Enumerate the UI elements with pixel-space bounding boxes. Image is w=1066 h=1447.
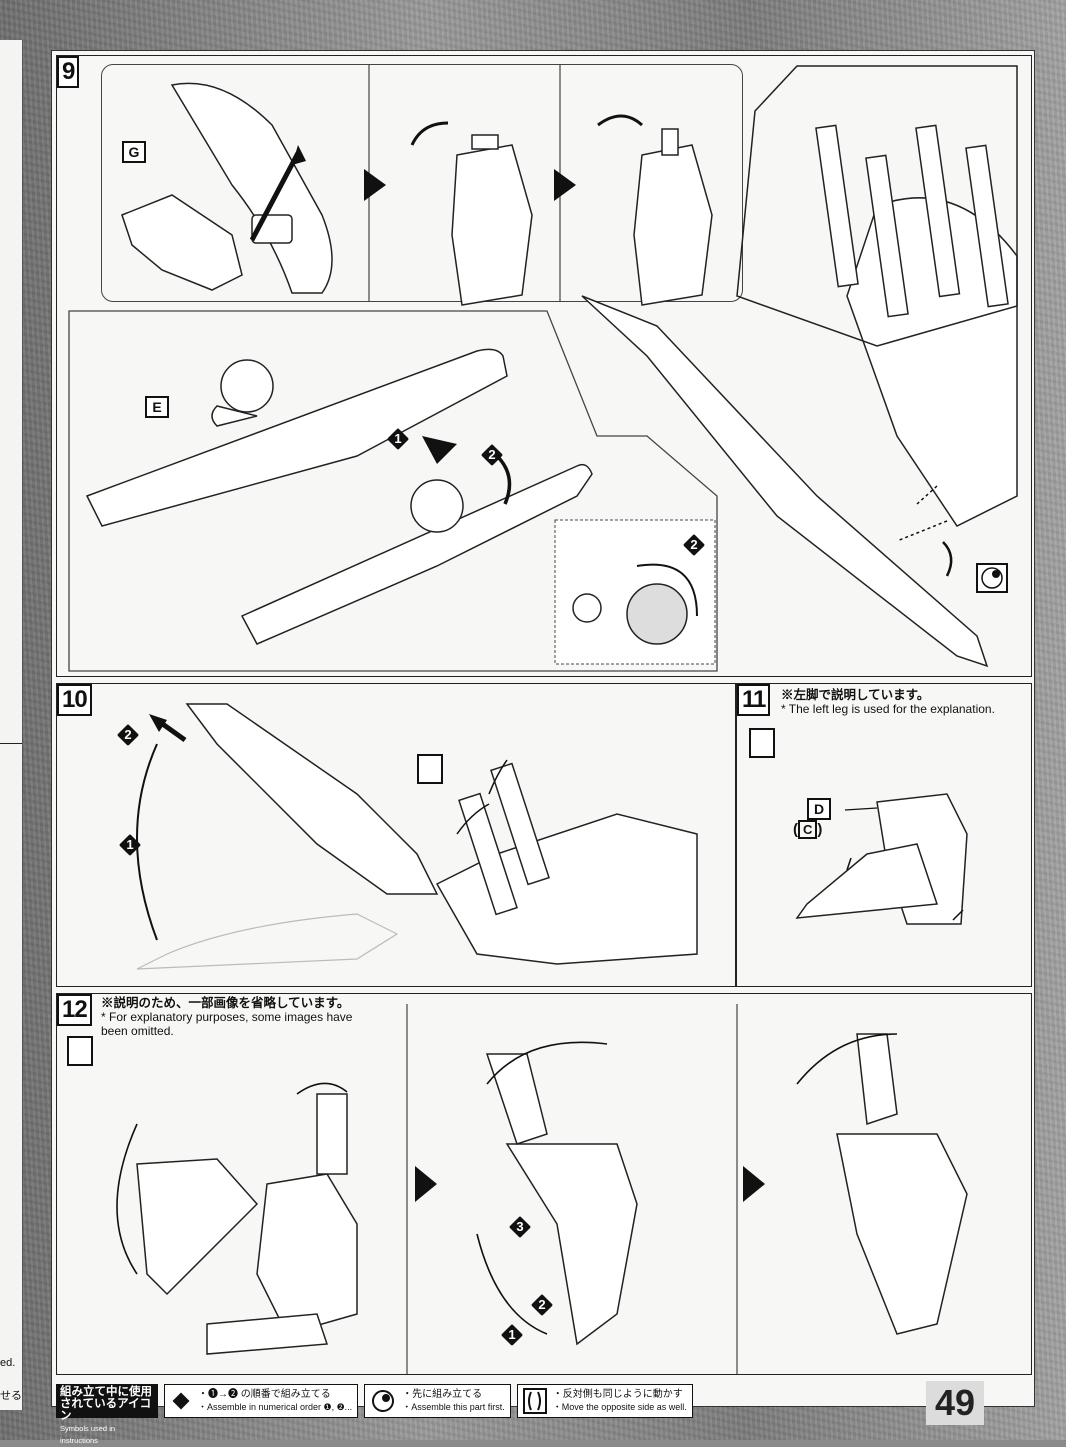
step-12-illustration (116, 1004, 968, 1374)
step-12-panel: 12 ※説明のため、一部画像を省略しています。 * For explanator… (56, 993, 1032, 1375)
order-badge-2-detail: 2 (683, 534, 705, 556)
legend-title-en: Symbols used in instructions (60, 1424, 116, 1445)
page-number: 49 (926, 1381, 984, 1425)
step-number: 12 (57, 994, 92, 1026)
left-page-text-fragment: ed. (0, 1357, 16, 1369)
order-badge-2: 2 (117, 724, 139, 746)
step-9-panel: 9 G (56, 55, 1032, 677)
step-12-note-en-1: * For explanatory purposes, some images … (101, 1010, 353, 1024)
legend-opposite-jp: ・反対側も同じように動かす (552, 1389, 683, 1400)
legend-first-en: ・Assemble this part first. (402, 1402, 505, 1412)
legend-order-item: ・❶→❷ の順番で組み立てる ・Assemble in numerical or… (164, 1384, 359, 1418)
legend-first-item: ・先に組み立てる ・Assemble this part first. (364, 1384, 511, 1418)
order-diamond-icon (172, 1392, 190, 1410)
step-11-note-jp: ※左脚で説明しています。 (781, 688, 930, 702)
left-page-divider (0, 743, 22, 744)
order-badge-1: 1 (387, 428, 409, 450)
order-badge-1: 1 (119, 834, 141, 856)
step-11-note: ※左脚で説明しています。 * The left leg is used for … (781, 688, 1025, 716)
move-opposite-side-icon (417, 754, 443, 784)
order-badge-2: 2 (531, 1294, 553, 1316)
step-12-note-jp: ※説明のため、一部画像を省略しています。 (101, 996, 350, 1010)
step-11-illustration (795, 793, 968, 925)
step-number: 9 (57, 56, 80, 88)
legend-order-en: ・Assemble in numerical order ❶, ❷... (198, 1402, 353, 1412)
assemble-first-icon (372, 1390, 395, 1412)
icon-legend: 組み立て中に使用 されているアイコン Symbols used in instr… (56, 1384, 693, 1445)
step-9-top-subpanel: G (101, 64, 743, 306)
part-letter-c: C (798, 820, 818, 839)
left-page-edge: ed. せる (0, 40, 23, 1410)
legend-opposite-en: ・Move the opposite side as well. (552, 1402, 687, 1412)
legend-title: 組み立て中に使用 されているアイコン Symbols used in instr… (56, 1384, 158, 1445)
move-opposite-side-icon (67, 1036, 93, 1066)
instruction-page: 9 G (51, 50, 1035, 1407)
step-number: 10 (57, 684, 92, 716)
step-10-panel: 10 2 1 (56, 683, 736, 987)
order-badge-2: 2 (481, 444, 503, 466)
part-letter-g: G (122, 141, 146, 163)
order-badge-3: 3 (509, 1216, 531, 1238)
step-9-top-illustration (121, 65, 713, 306)
step-12-note: ※説明のため、一部画像を省略しています。 * For explanatory p… (101, 996, 421, 1038)
part-letter-c-wrapper: (C) (793, 820, 823, 839)
part-letter-d: D (807, 798, 831, 820)
legend-title-jp-2: されているアイコン (60, 1398, 152, 1422)
step-9-weapon-illustration (68, 65, 1018, 672)
move-opposite-side-icon (522, 1388, 547, 1414)
step-number: 11 (737, 684, 771, 716)
legend-order-jp: ・❶→❷ の順番で組み立てる (198, 1389, 331, 1400)
move-opposite-side-icon (749, 728, 775, 758)
legend-title-jp-1: 組み立て中に使用 (60, 1386, 152, 1398)
left-page-text-fragment: せる (0, 1390, 22, 1402)
legend-first-jp: ・先に組み立てる (402, 1389, 483, 1400)
step-10-illustration (136, 703, 698, 970)
part-letter-e: E (145, 396, 169, 418)
step-11-panel: 11 ※左脚で説明しています。 * The left leg is used f… (736, 683, 1032, 987)
order-badge-1: 1 (501, 1324, 523, 1346)
step-12-note-en-2: been omitted. (101, 1024, 174, 1038)
step-11-note-en: * The left leg is used for the explanati… (781, 702, 995, 716)
legend-opposite-item: ・反対側も同じように動かす ・Move the opposite side as… (516, 1384, 693, 1418)
